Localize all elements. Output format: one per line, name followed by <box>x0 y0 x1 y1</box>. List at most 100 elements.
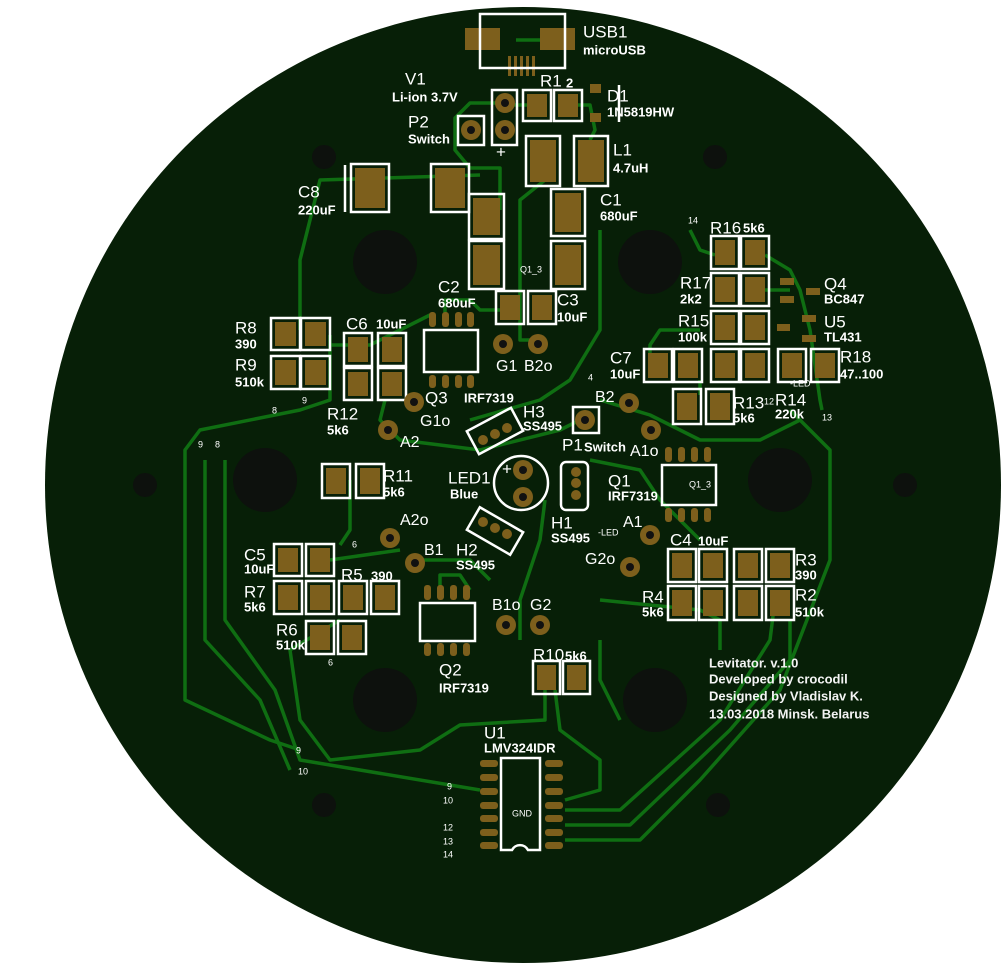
trace <box>183 335 332 752</box>
smd-pad <box>473 245 500 285</box>
pad-outline <box>376 331 408 368</box>
test-point-label: A2o <box>400 512 429 529</box>
usb-pin <box>526 56 529 76</box>
pad-outline <box>709 271 741 308</box>
smd-pad <box>672 590 692 616</box>
test-point-label: A1o <box>630 443 659 460</box>
sensor-pin <box>478 435 488 445</box>
component-designator: + <box>502 459 512 479</box>
component-value: 10uF <box>557 309 588 325</box>
pad-outline <box>549 239 587 291</box>
usb-pin <box>508 56 511 76</box>
trace <box>329 548 401 562</box>
smd-pad <box>648 353 668 378</box>
smd-pad <box>555 193 581 232</box>
net-label: Q1_3 <box>520 264 543 275</box>
component-designator: Q3 <box>425 388 448 408</box>
smd-pad <box>780 296 794 303</box>
drill-hole <box>386 534 394 542</box>
smd-pad <box>677 393 697 420</box>
smd-pad <box>715 353 735 378</box>
mounting-hole <box>353 230 417 294</box>
component-outline <box>418 601 477 643</box>
component-value: LMV324IDR <box>484 740 556 756</box>
drill-hole <box>467 126 475 134</box>
component-designator: R10 <box>533 645 565 665</box>
net-label: 8 <box>272 405 278 416</box>
trace <box>565 620 792 827</box>
component-designator: C2 <box>438 277 460 297</box>
component-designator: R13 <box>733 393 765 413</box>
trace <box>598 640 622 721</box>
smd-pad <box>745 315 765 340</box>
pad-outline <box>336 619 368 656</box>
pad-outline <box>764 547 796 584</box>
smd-pad <box>578 140 604 182</box>
pad-outline <box>299 354 332 391</box>
pad-outline <box>304 619 336 656</box>
component-outline <box>478 12 567 70</box>
sensor-pin <box>478 517 488 527</box>
pad-outline <box>666 547 698 584</box>
component-designator: R7 <box>244 582 266 602</box>
ic-pin <box>455 375 462 388</box>
component-value: SS495 <box>456 557 496 573</box>
smd-pad <box>310 585 330 610</box>
smd-pad <box>770 553 790 578</box>
component-value: 10uF <box>610 366 641 382</box>
component-value: IRF7319 <box>608 488 658 504</box>
smd-pad <box>715 277 735 302</box>
net-label: 9 <box>296 745 302 756</box>
component-value: 100k <box>678 329 707 345</box>
trace <box>203 460 292 771</box>
component-value: SS495 <box>551 530 591 546</box>
mounting-hole <box>312 793 336 817</box>
component-outline <box>499 756 542 852</box>
component-value: 680uF <box>600 208 638 224</box>
sensor-pin <box>571 478 581 488</box>
component-value: 680uF <box>438 295 476 311</box>
smd-pad <box>558 94 578 117</box>
usb-pin <box>514 56 517 76</box>
mounting-hole <box>353 668 417 732</box>
component-designator: R18 <box>840 347 872 367</box>
smd-pad <box>703 553 723 578</box>
net-label: 6 <box>328 657 334 668</box>
net-label: -LED <box>790 378 811 389</box>
ic-pin <box>467 375 474 388</box>
smd-pad <box>275 360 296 385</box>
smd-pad <box>738 590 758 616</box>
pad-outline <box>531 659 562 696</box>
pad-outline <box>572 134 610 188</box>
component-outline <box>571 405 601 435</box>
pad-outline <box>337 579 369 616</box>
component-outline <box>660 463 718 507</box>
pad-outline <box>369 579 401 616</box>
component-value: Blue <box>450 486 479 502</box>
smd-pad <box>802 315 816 322</box>
component-value: 220k <box>775 406 804 422</box>
pad-outline <box>666 584 698 622</box>
component-designator: H1 <box>551 513 573 533</box>
component-outline <box>559 460 590 512</box>
component-value: SS495 <box>523 418 563 434</box>
component-value: 10uF <box>376 316 407 332</box>
component-designator: LED1 <box>448 468 491 488</box>
ic-pin <box>480 788 498 795</box>
pad-outline <box>549 187 587 238</box>
pad-outline <box>494 289 526 326</box>
ic-pin <box>437 585 444 600</box>
component-value: 510k <box>235 374 264 390</box>
component-designator: Q1 <box>608 471 631 491</box>
component-value: IRF7319 <box>464 390 514 406</box>
pad-outline <box>272 542 304 578</box>
component-designator: U1 <box>484 723 506 743</box>
smd-pad <box>815 353 835 378</box>
component-outline <box>465 406 525 456</box>
component-outline <box>465 505 525 557</box>
ic-pin <box>545 842 563 849</box>
ic-pin <box>442 375 449 388</box>
component-designator: R2 <box>795 585 817 605</box>
silkscreen <box>269 12 841 852</box>
